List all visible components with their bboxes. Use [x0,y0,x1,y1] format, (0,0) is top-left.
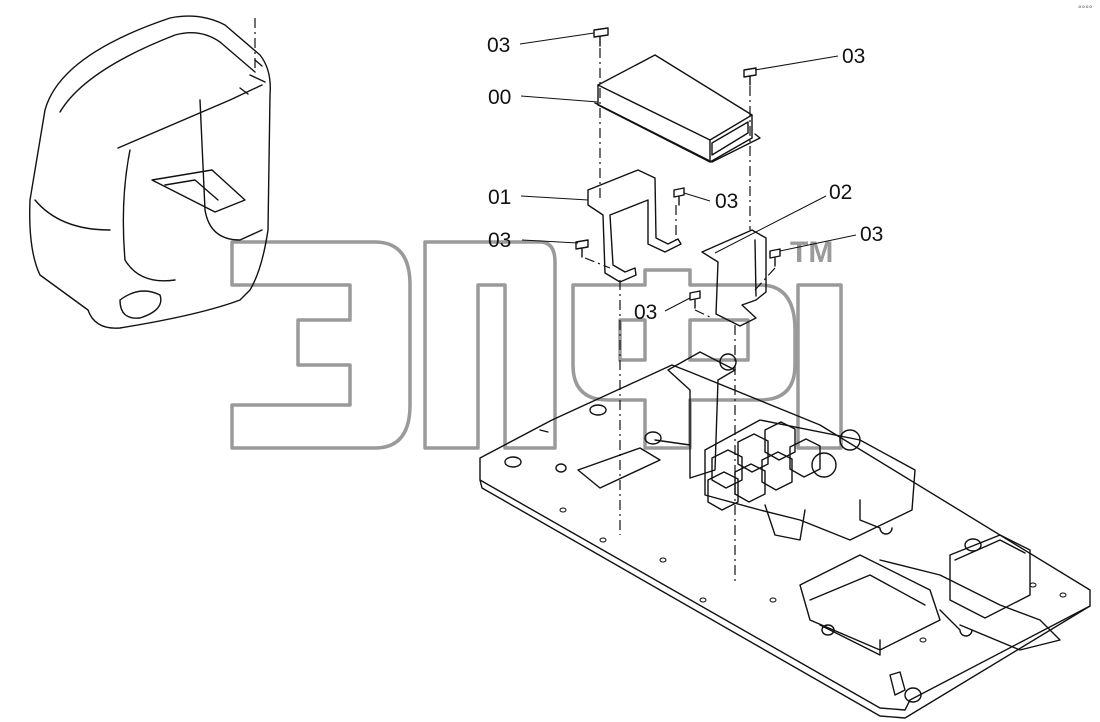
bracket-01 [587,169,682,283]
bracket-02 [701,229,767,327]
callout-label: 00 [488,86,511,109]
corner-mark: °°°° [1078,4,1093,14]
callout-label: 03 [487,34,510,57]
callout-label: 03 [715,190,738,213]
screws [575,27,781,309]
callout-labels: 03 03 00 01 03 02 03 03 03 [487,34,883,324]
alignment-lines [584,48,776,585]
controller-box [594,54,761,163]
callout-label: 03 [860,223,883,246]
leader-lines [519,32,857,312]
callout-label: 01 [488,186,511,209]
callout-label: 03 [842,45,865,68]
base-plate [479,351,1091,719]
watermark-logo: TM [230,236,843,450]
callout-label: 03 [634,301,657,324]
callout-label: 02 [829,181,852,204]
callout-label: 03 [488,229,511,252]
cab-illustration [29,15,271,329]
